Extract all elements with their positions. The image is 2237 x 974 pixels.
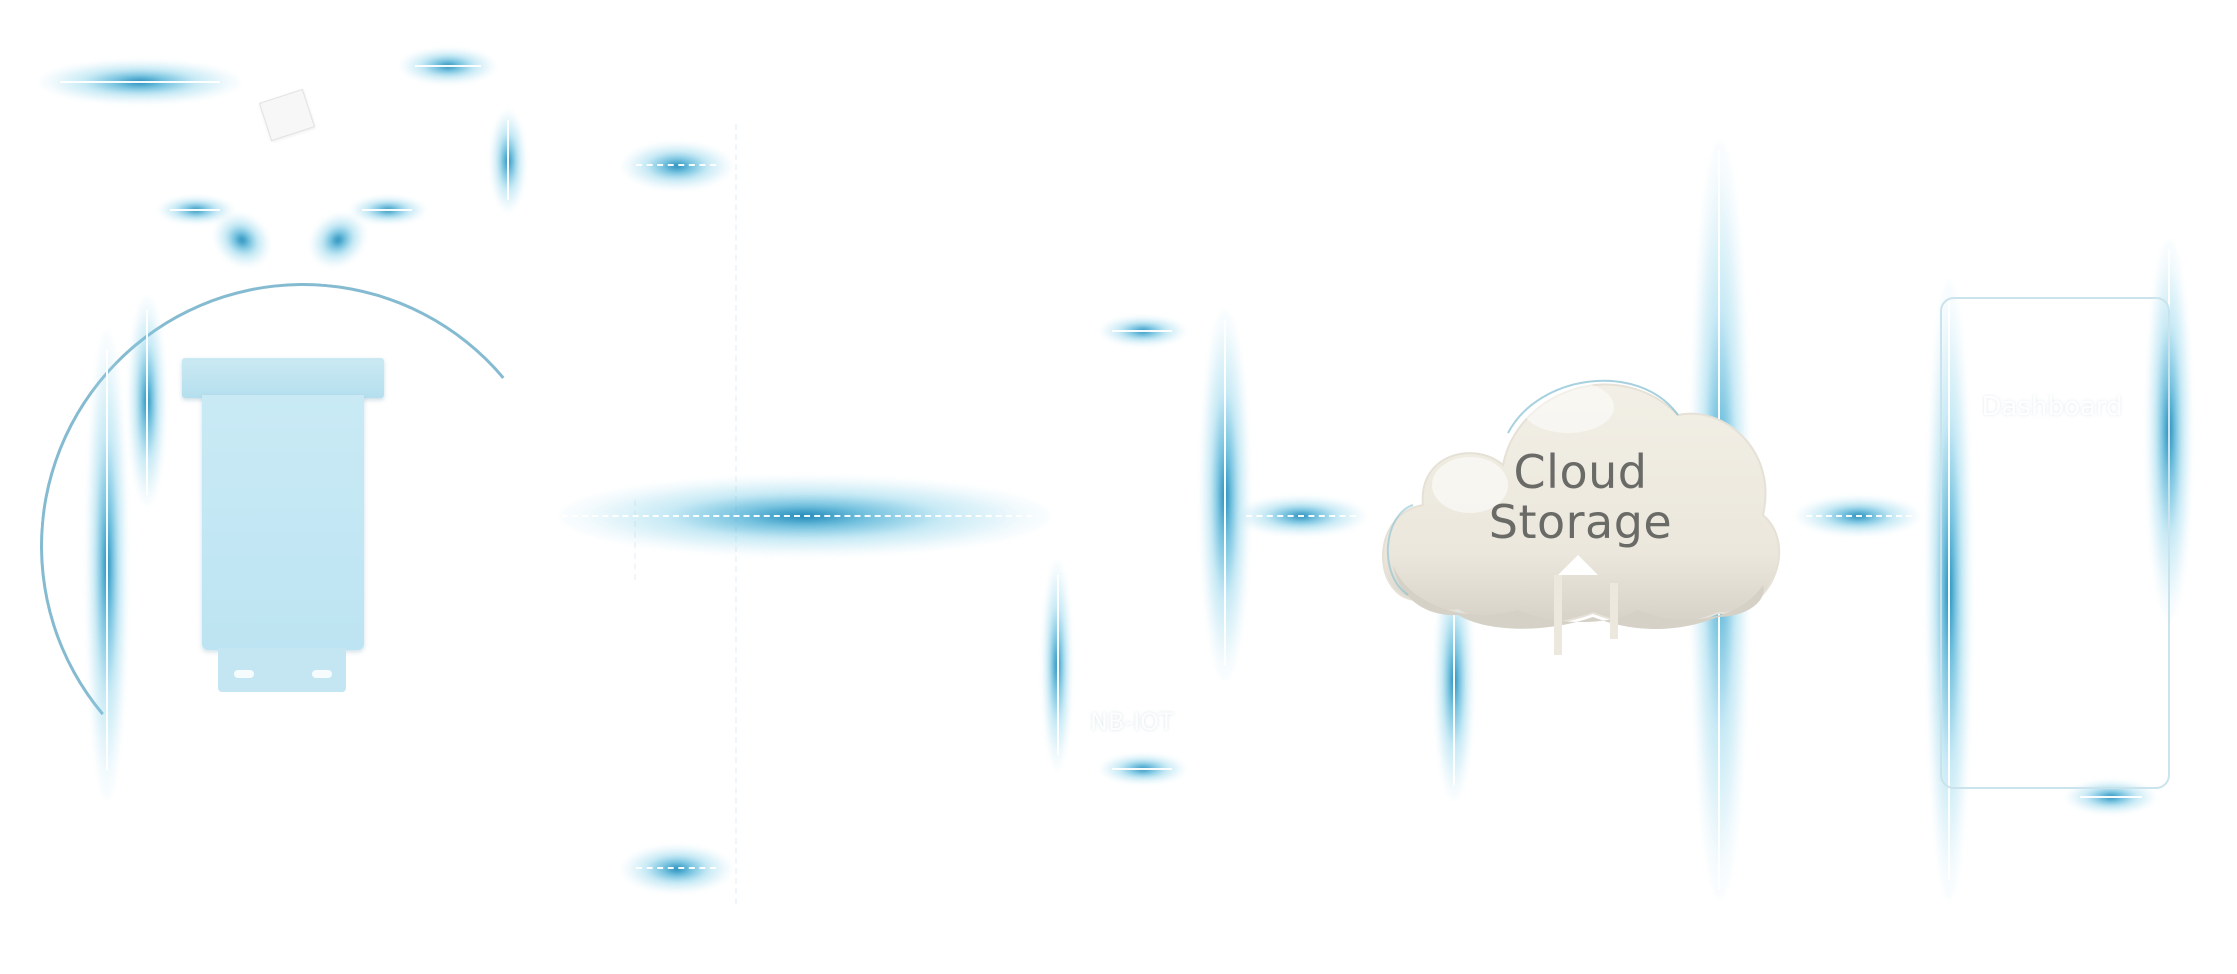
- glow-streak: [622, 845, 732, 893]
- connector-cloud-to-dashboard: [1806, 515, 1912, 517]
- glow-core: [415, 65, 481, 67]
- glow-core: [1224, 320, 1226, 665]
- bin-body: [202, 395, 364, 650]
- glow-core: [146, 310, 148, 495]
- glow-core: [170, 209, 220, 211]
- upload-arrow-icon: [1554, 555, 1618, 655]
- cloud-label-line2: Storage: [1488, 495, 1673, 549]
- dashboard-node: [1940, 297, 2170, 789]
- bin-foot-slot: [234, 670, 254, 678]
- cloud-storage-node: Cloud Storage: [1378, 355, 1783, 675]
- cloud-label-line1: Cloud: [1513, 445, 1648, 499]
- cloud-storage-label: Cloud Storage: [1378, 447, 1783, 547]
- dashboard-label: Dashboard: [1981, 392, 2123, 422]
- signal-icon: [1093, 353, 1193, 453]
- connector-upper: [636, 164, 716, 166]
- glow-core: [1112, 330, 1172, 332]
- glow-core: [362, 209, 412, 211]
- glow-core: [106, 350, 108, 770]
- glow-core: [507, 120, 509, 200]
- connector-lower: [636, 867, 716, 869]
- glow-core: [1057, 575, 1059, 755]
- glow-core: [2080, 796, 2142, 798]
- glow-core: [1948, 300, 1950, 880]
- connector-bin-to-nbiot: [562, 515, 1032, 517]
- glow-core: [60, 81, 220, 83]
- connector-nbiot-to-cloud: [1246, 515, 1356, 517]
- cloud-icon: [1382, 379, 1781, 655]
- glow-core: [1453, 570, 1455, 785]
- bin-sensor-icon: [182, 358, 384, 398]
- glow-streak: [622, 142, 732, 190]
- nbiot-label: NB-IOT: [1090, 708, 1174, 736]
- glow-core: [1112, 768, 1172, 770]
- note-icon: [258, 88, 316, 142]
- bin-foot-slot: [312, 670, 332, 678]
